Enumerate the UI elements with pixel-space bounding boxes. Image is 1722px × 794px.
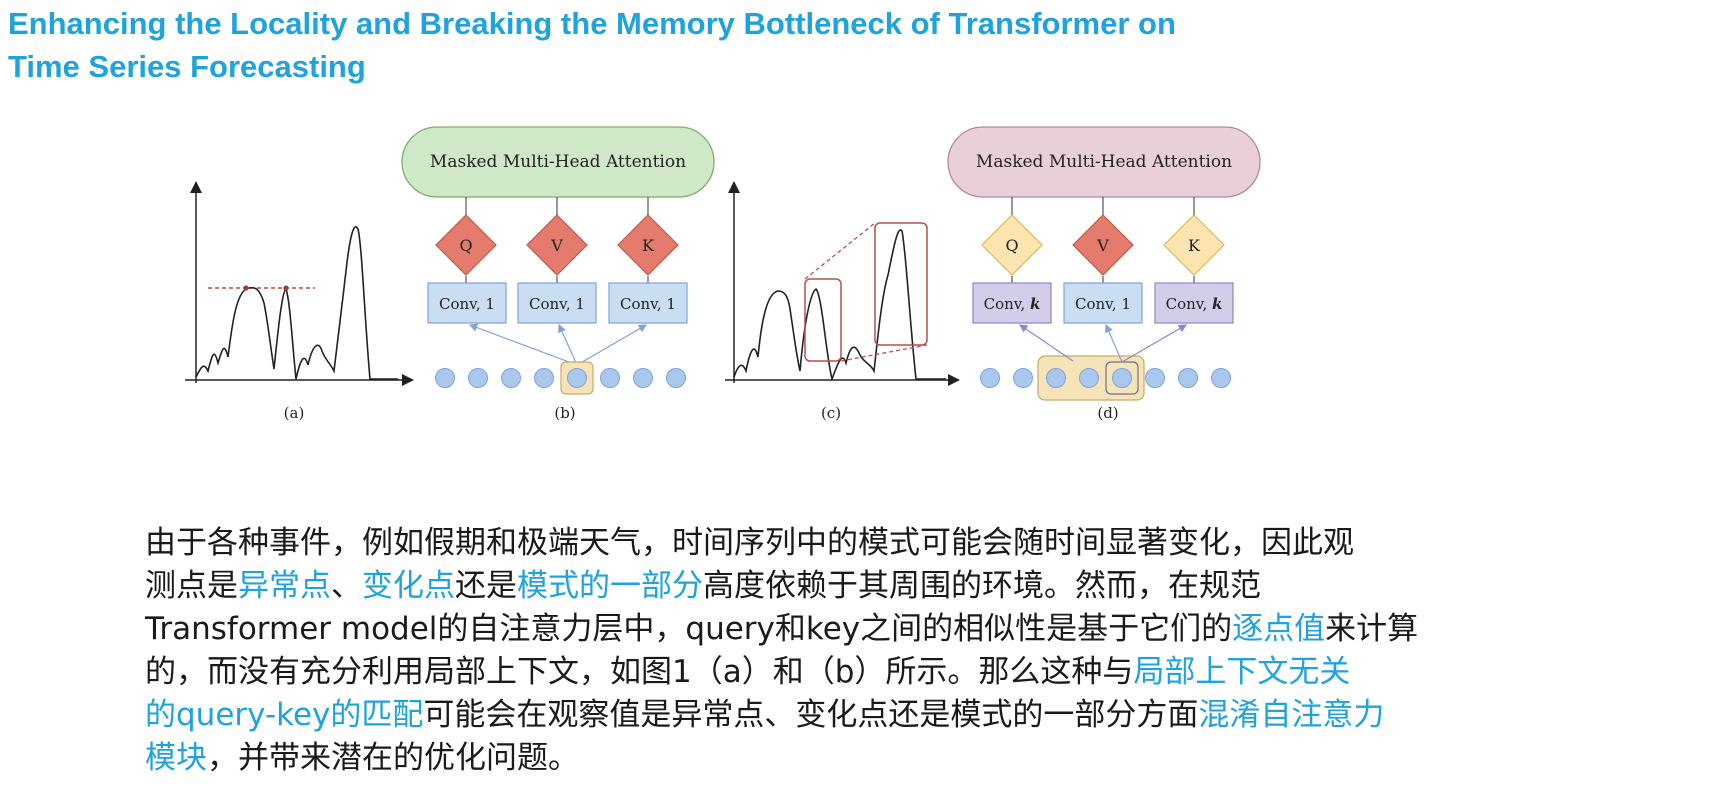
panel-b-conv-v: Conv, 1 (517, 282, 597, 324)
panel-b-attention-box (401, 126, 715, 198)
highlight-confuse-attention: 混淆自注意力 (1198, 697, 1385, 733)
body-line-5a: 可能会在观察值是异常点、变化点还是模式的一部分方面 (423, 697, 1199, 733)
panel-c-caption: (c) (821, 404, 841, 422)
panel-d-v-label: V (1096, 236, 1109, 255)
highlight-local-context: 局部上下文无关 (1133, 654, 1351, 690)
panel-d-conv-q-label: Conv, k (984, 295, 1041, 313)
panel-b-k-diamond: K (617, 214, 679, 276)
panel-d-k-diamond: K (1163, 214, 1225, 276)
panel-b-conv-q: Conv, 1 (427, 282, 507, 324)
panel-b-attention-label: Masked Multi-Head Attention (430, 152, 686, 172)
highlight-anomaly: 异常点 (238, 568, 331, 604)
panel-d-conv-v-label: Conv, 1 (1075, 295, 1131, 313)
panel-d: Masked Multi-Head Attention Q V K Con (947, 126, 1261, 422)
body-line-3a: Transformer model的自注意力层中，query和key之间的相似性… (145, 611, 1233, 647)
panel-b-q-diamond: Q (435, 214, 497, 276)
panel-d-attention-box (947, 126, 1261, 198)
figure-svg: (a) Masked Multi-Head Attention Q V K (185, 126, 1261, 422)
body-line-2d: 高度依赖于其周围的环境。然而，在规范 (703, 568, 1261, 604)
panel-d-v-diamond: V (1072, 214, 1134, 276)
panel-d-token-row (980, 368, 1231, 388)
highlight-pointwise: 逐点值 (1232, 611, 1326, 647)
panel-d-attention-label: Masked Multi-Head Attention (976, 152, 1232, 172)
body-line-2b: 、 (331, 568, 362, 604)
panel-c: (c) (725, 181, 960, 422)
body-line-6a: ，并带来潜在的优化问题。 (207, 740, 579, 776)
explanation-paragraph: 由于各种事件，例如假期和极端天气，时间序列中的模式可能会随时间显著变化，因此观 … (145, 522, 1585, 780)
panel-b-conv-v-label: Conv, 1 (529, 295, 585, 313)
panel-c-series-curve (733, 229, 946, 382)
panel-a-caption: (a) (284, 404, 305, 422)
body-line-4a: 的，而没有充分利用局部上下文，如图1（a）和（b）所示。那么这种与 (145, 654, 1134, 690)
panel-b-conv-k-label: Conv, 1 (620, 295, 676, 313)
panel-d-conv-q: Conv, k (972, 282, 1052, 324)
highlight-query-key: 的query-key的匹配 (145, 697, 424, 733)
panel-b: Masked Multi-Head Attention Q V K Con (401, 126, 715, 422)
panel-b-q-label: Q (459, 236, 472, 255)
body-line-3b: 来计算 (1325, 611, 1419, 647)
panel-d-conv-k-label: Conv, k (1166, 295, 1223, 313)
highlight-module: 模块 (145, 740, 207, 776)
panel-b-caption: (b) (554, 404, 575, 422)
highlight-change-point: 变化点 (362, 568, 455, 604)
panel-b-token-row (435, 368, 686, 388)
panel-d-q-diamond: Q (981, 214, 1043, 276)
panel-b-v-label: V (550, 236, 563, 255)
panel-a-series-curve (195, 226, 398, 380)
panel-b-conv-k: Conv, 1 (608, 282, 688, 324)
panel-c-local-window-zoom (874, 222, 928, 346)
panel-a: (a) (185, 181, 414, 422)
panel-a-peak-dot-2 (283, 285, 289, 291)
slide-title: Enhancing the Locality and Breaking the … (8, 2, 1328, 88)
panel-d-caption: (d) (1097, 404, 1118, 422)
highlight-pattern-part: 模式的一部分 (517, 568, 703, 604)
panel-c-local-window (804, 278, 842, 362)
panel-d-q-label: Q (1005, 236, 1018, 255)
panel-b-v-diamond: V (526, 214, 588, 276)
panel-d-conv-k: Conv, k (1154, 282, 1234, 324)
body-line-1: 由于各种事件，例如假期和极端天气，时间序列中的模式可能会随时间显著变化，因此观 (145, 525, 1354, 561)
panel-b-k-label: K (642, 236, 655, 255)
panel-d-conv-v: Conv, 1 (1063, 282, 1143, 324)
slide-title-line-1: Enhancing the Locality and Breaking the … (8, 6, 1176, 41)
panel-b-conv-q-label: Conv, 1 (439, 295, 495, 313)
paper-figure: (a) Masked Multi-Head Attention Q V K (180, 125, 1450, 475)
body-line-2a: 测点是 (145, 568, 238, 604)
slide-title-line-2: Time Series Forecasting (8, 49, 366, 84)
body-line-2c: 还是 (455, 568, 517, 604)
panel-a-peak-dot-1 (243, 285, 249, 291)
panel-d-k-label: K (1188, 236, 1201, 255)
